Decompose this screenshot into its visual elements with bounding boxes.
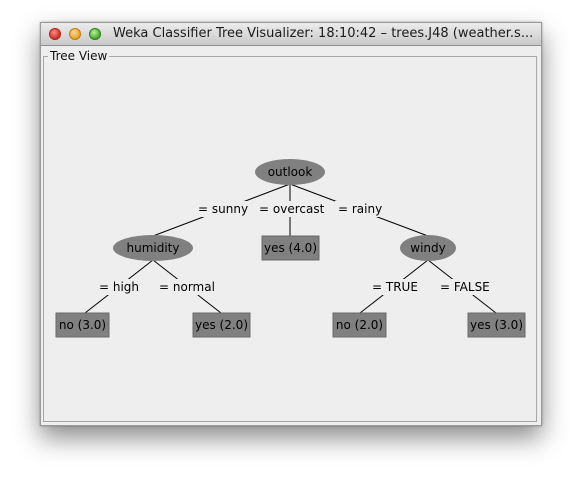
- leaf-no-2-label: no (2.0): [336, 318, 383, 332]
- leaf-yes-4-label: yes (4.0): [264, 241, 317, 255]
- leaf-no-2[interactable]: [332, 312, 387, 338]
- tree-view-panel[interactable]: [43, 56, 537, 422]
- edge-label-overcast: = overcast: [259, 202, 325, 216]
- node-windy-label: windy: [410, 241, 445, 255]
- leaf-no-3[interactable]: [55, 312, 110, 338]
- leaf-yes-3-label: yes (3.0): [470, 318, 523, 332]
- edge-label-sunny: = sunny: [198, 202, 248, 216]
- leaf-yes-2[interactable]: [192, 312, 251, 338]
- node-outlook[interactable]: [255, 159, 325, 185]
- leaf-yes-3[interactable]: [467, 312, 526, 338]
- edge-label-false: = FALSE: [440, 280, 490, 294]
- edge-label-rainy: = rainy: [338, 202, 382, 216]
- window-title: Weka Classifier Tree Visualizer: 18:10:4…: [113, 26, 533, 41]
- tree-view-label: Tree View: [48, 49, 110, 63]
- edge-label-high: = high: [99, 280, 139, 294]
- node-humidity[interactable]: [113, 235, 193, 261]
- title-bar[interactable]: Weka Classifier Tree Visualizer: 18:10:4…: [41, 23, 541, 46]
- close-button[interactable]: [49, 28, 61, 40]
- leaf-no-3-label: no (3.0): [59, 318, 106, 332]
- node-outlook-label: outlook: [268, 165, 313, 179]
- classifier-tree-visualizer-window: Weka Classifier Tree Visualizer: 18:10:4…: [40, 22, 542, 426]
- leaf-yes-4[interactable]: [261, 235, 320, 261]
- zoom-button[interactable]: [89, 28, 101, 40]
- edge-label-true: = TRUE: [372, 280, 418, 294]
- node-windy[interactable]: [400, 235, 456, 261]
- node-humidity-label: humidity: [127, 241, 180, 255]
- minimize-button[interactable]: [69, 28, 81, 40]
- edge-label-normal: = normal: [159, 280, 215, 294]
- leaf-yes-2-label: yes (2.0): [195, 318, 248, 332]
